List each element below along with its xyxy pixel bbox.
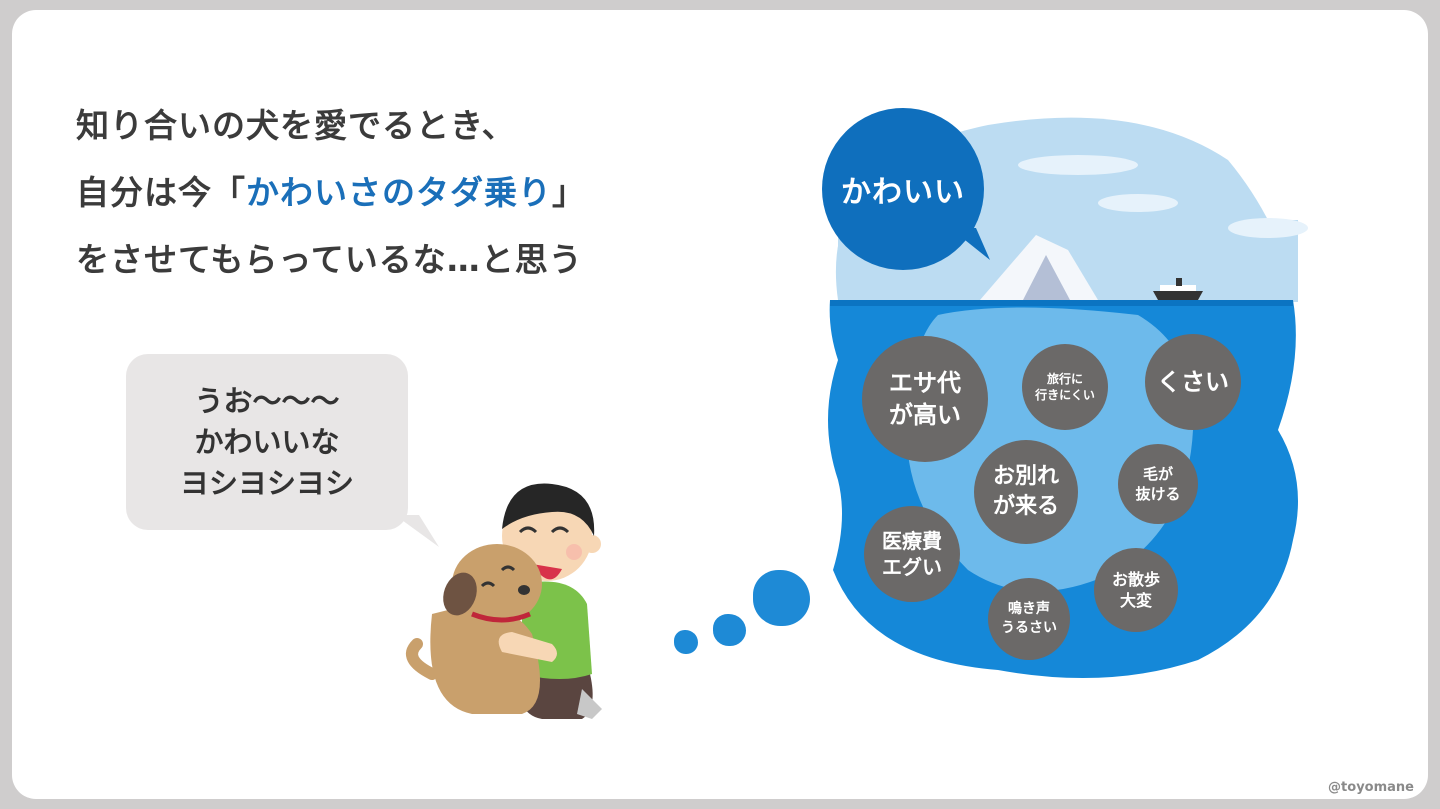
speech-bubble-tail bbox=[395, 515, 439, 547]
hidden-cost-walks: お散歩 大変 bbox=[1094, 548, 1178, 632]
headline: 知り合いの犬を愛でるとき、 自分は今「かわいさのタダ乗り」 をさせてもらっている… bbox=[76, 92, 586, 293]
speech-line-2: かわいいな bbox=[194, 424, 340, 459]
headline-line-2: 自分は今「かわいさのタダ乗り」 bbox=[76, 173, 586, 212]
thought-dot-large bbox=[753, 570, 810, 626]
thought-dot-small bbox=[674, 630, 698, 654]
hidden-cost-smell: くさい bbox=[1145, 334, 1241, 430]
speech-line-1: うお〜〜〜 bbox=[194, 383, 340, 418]
kawaii-bubble: かわいい bbox=[822, 108, 984, 270]
headline-accent: かわいさのタダ乗り bbox=[246, 173, 552, 212]
hidden-cost-food: エサ代 が高い bbox=[862, 336, 988, 462]
thought-dot-medium bbox=[713, 614, 746, 646]
kawaii-label: かわいい bbox=[841, 175, 965, 210]
hidden-cost-travel: 旅行に 行きにくい bbox=[1022, 344, 1108, 430]
author-credit: @toyomane bbox=[1328, 780, 1414, 795]
speech-bubble: うお〜〜〜 かわいいな ヨシヨシヨシ bbox=[126, 354, 408, 530]
boy-hugging-dog-illustration bbox=[406, 483, 602, 719]
kawaii-bubble-tail bbox=[950, 228, 990, 260]
headline-line-3: をさせてもらっているな…と思う bbox=[76, 240, 583, 279]
hidden-cost-barking: 鳴き声 うるさい bbox=[988, 578, 1070, 660]
speech-line-3: ヨシヨシヨシ bbox=[179, 465, 354, 500]
hidden-cost-shedding: 毛が 抜ける bbox=[1118, 444, 1198, 524]
headline-line-1: 知り合いの犬を愛でるとき、 bbox=[76, 106, 516, 145]
hidden-cost-farewell: お別れ が来る bbox=[974, 440, 1078, 544]
hidden-cost-medical: 医療費 エグい bbox=[864, 506, 960, 602]
